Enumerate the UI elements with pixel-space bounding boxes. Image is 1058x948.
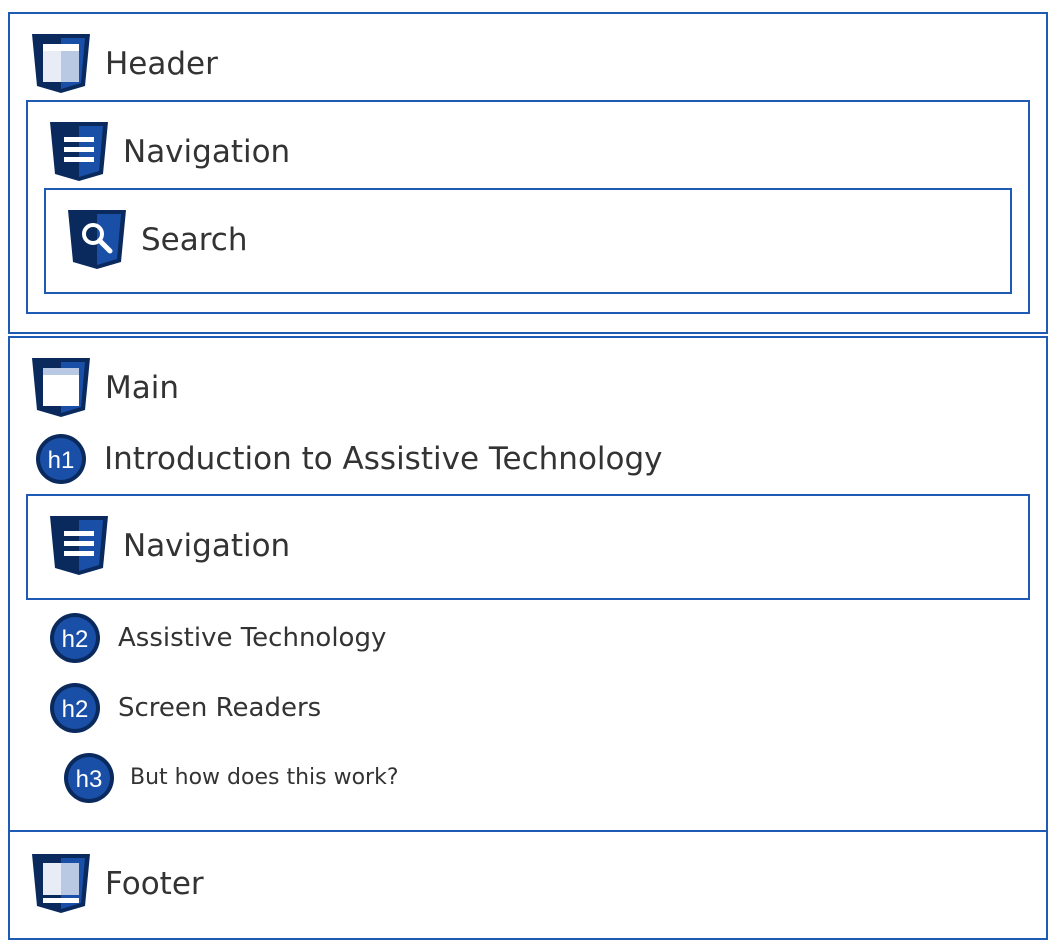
- footer-landmark-label: Footer: [105, 865, 204, 902]
- heading-h1-text: Introduction to Assistive Technology: [104, 440, 663, 477]
- search-landmark-icon: [68, 210, 126, 270]
- main-landmark: Main: [32, 358, 179, 418]
- header-landmark-label: Header: [105, 45, 218, 82]
- header-landmark: Header: [32, 34, 218, 94]
- heading-h3: h3 But how does this work?: [63, 752, 399, 804]
- search-landmark: Search: [68, 210, 248, 270]
- heading-h2-text: Assistive Technology: [118, 623, 387, 653]
- heading-level-2-icon: h2: [49, 682, 101, 734]
- svg-text:h2: h2: [62, 626, 89, 653]
- header-navigation-label: Navigation: [123, 133, 291, 170]
- footer-region: [8, 830, 1048, 940]
- header-landmark-icon: [32, 34, 90, 94]
- footer-landmark: Footer: [32, 854, 204, 914]
- header-navigation-landmark: Navigation: [50, 122, 290, 182]
- navigation-landmark-icon: [50, 122, 108, 182]
- main-navigation-region: [26, 494, 1030, 600]
- heading-h3-text: But how does this work?: [130, 765, 399, 790]
- main-navigation-label: Navigation: [123, 527, 291, 564]
- main-landmark-icon: [32, 358, 90, 418]
- heading-h2-text: Screen Readers: [118, 693, 322, 723]
- heading-level-1-icon: h1: [35, 433, 87, 485]
- search-region: [44, 188, 1012, 294]
- search-landmark-label: Search: [141, 221, 248, 258]
- heading-level-3-icon: h3: [63, 752, 115, 804]
- navigation-landmark-icon: [50, 516, 108, 576]
- svg-text:h1: h1: [48, 447, 75, 474]
- svg-text:h2: h2: [62, 696, 89, 723]
- main-navigation-landmark: Navigation: [50, 516, 290, 576]
- footer-landmark-icon: [32, 854, 90, 914]
- heading-level-2-icon: h2: [49, 612, 101, 664]
- svg-text:h3: h3: [76, 766, 103, 793]
- heading-h2: h2 Assistive Technology: [49, 612, 386, 664]
- heading-h1: h1 Introduction to Assistive Technology: [35, 433, 663, 485]
- heading-h2: h2 Screen Readers: [49, 682, 321, 734]
- main-landmark-label: Main: [105, 369, 180, 406]
